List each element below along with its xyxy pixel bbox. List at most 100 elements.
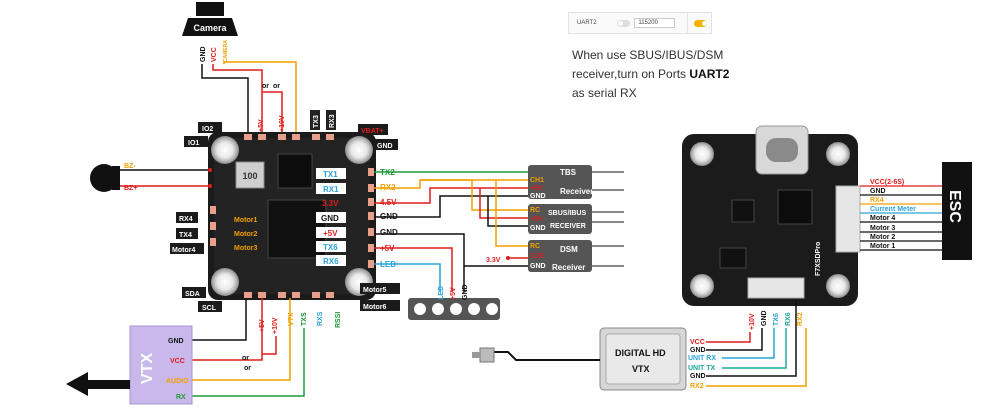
tbs-pin-gnd: GND xyxy=(530,193,546,200)
uart-note: When use SBUS/IBUS/DSM receiver,turn on … xyxy=(572,46,792,103)
msp-toggle[interactable] xyxy=(617,19,631,27)
baud-select[interactable]: 115200 xyxy=(634,18,675,28)
sbus-pin-5v: +5V xyxy=(530,216,543,223)
tbs-receiver: TBS Receiver CH1 +5V GND xyxy=(528,165,593,200)
led-pin-led: LED xyxy=(438,286,445,300)
fc-motor4-pad: Motor4 xyxy=(172,247,195,254)
fc-tx4-pad: TX4 xyxy=(179,232,192,239)
serial-rx-toggle[interactable] xyxy=(693,19,707,27)
esc-bottom-10v: +10V xyxy=(749,313,756,330)
camera-video-wire xyxy=(223,61,297,135)
vtx-antenna-icon xyxy=(66,372,88,396)
digital-vtx-pin-gnd: GND xyxy=(690,347,706,354)
fc-top-pad-5v: +5V xyxy=(258,119,265,132)
fc-motor1-pad: Motor1 xyxy=(234,217,257,224)
camera-title: Camera xyxy=(193,23,227,33)
buzzer-neg: BZ- xyxy=(124,163,136,170)
fc-mount-hole xyxy=(211,268,239,296)
fc-sda-pad: SDA xyxy=(185,291,200,298)
fc-top-pad-10v: +10V xyxy=(279,115,286,132)
esc-board: F7XSDPro xyxy=(682,125,861,306)
fc-bottom-txs: TXS xyxy=(301,312,308,326)
esc-pad-motor3: Motor 3 xyxy=(870,225,895,232)
fc-gnd-pad: GND xyxy=(321,214,339,223)
camera-pin-vcc: VCC xyxy=(211,47,218,62)
fc-top-pad-tx3: TX3 xyxy=(313,115,320,128)
dsm-pin-3v3: 3.3V xyxy=(530,253,545,260)
note-line-1: When use SBUS/IBUS/DSM xyxy=(572,48,724,62)
esc-pad-current: Current Meter xyxy=(870,206,916,213)
esc-board-brand: F7XSDPro xyxy=(815,242,822,276)
fc-right-pads: TX2 RX2 4.5V GND GND +5V LED xyxy=(380,168,398,269)
fc-mount-hole xyxy=(345,136,373,164)
vtx-pin-video: AUDIO xyxy=(166,378,189,385)
note-uart-highlight: UART2 xyxy=(689,67,730,81)
dsm-pin-gnd: GND xyxy=(530,263,546,270)
tbs-pin-ch1: CH1 xyxy=(530,177,544,184)
note-line-3: as serial RX xyxy=(572,86,637,100)
fc-motor6-pad: Motor6 xyxy=(363,304,386,311)
digital-vtx-pin-rx2: RX2 xyxy=(690,383,704,390)
receiver-antenna-lines xyxy=(592,171,624,267)
analog-vtx: VTX GND VCC AUDIO RX xyxy=(66,325,193,405)
tbs-pin-5v: +5V xyxy=(530,185,543,192)
fc-rx4-pad: RX4 xyxy=(179,216,193,223)
fc-io1-pad: IO1 xyxy=(188,140,199,147)
fc-bottom-rssi: RSSI xyxy=(335,312,342,328)
dsm-receiver: DSM Receiver RC 3.3V GND 3.3V xyxy=(486,240,592,272)
fc-motor3-pad: Motor3 xyxy=(234,245,257,252)
digital-vtx-pin-unit-tx: UNIT TX xyxy=(688,365,716,372)
tbs-sub: Receiver xyxy=(560,187,593,196)
ports-panel: UART2 115200 xyxy=(568,12,712,34)
camera-pin-signal: CAMERA xyxy=(223,40,229,62)
fc-bottom-10v: +10V xyxy=(272,317,279,334)
sbus-sub: RECEIVER xyxy=(550,223,586,230)
fc-io2-pad: IO2 xyxy=(202,126,213,133)
buzzer: BZ- BZ+ xyxy=(90,163,212,192)
tbs-title: TBS xyxy=(560,168,577,177)
fc-scl-pad: SCL xyxy=(202,305,217,312)
fc-rx1-pad: RX1 xyxy=(323,185,339,194)
camera: Camera GND VCC CAMERA xyxy=(182,2,238,62)
esc-pad-vcc: VCC(2-6S) xyxy=(870,179,904,186)
esc-bottom-tx6: TX6 xyxy=(773,313,780,326)
digital-vtx-sub: VTX xyxy=(632,364,650,374)
fc-tx6-pad: TX6 xyxy=(323,243,338,252)
fc-motor5-pad: Motor5 xyxy=(363,287,386,294)
vtx-wires xyxy=(190,298,305,397)
fc-tx1-pad: TX1 xyxy=(323,170,338,179)
led-strip: LED +5V GND xyxy=(408,284,500,320)
fc-3v3-pad: 3.3V xyxy=(322,199,339,208)
fc-inductor-text: 100 xyxy=(242,171,257,181)
sbus-pin-rc: RC xyxy=(530,207,540,214)
dsm-title: DSM xyxy=(560,245,578,254)
led-pin-gnd: GND xyxy=(462,284,469,300)
camera-vcc-wire xyxy=(212,64,263,88)
fc-right-gnd-2: GND xyxy=(380,228,398,237)
esc-label: ESC xyxy=(946,190,963,223)
sbus-title: SBUS/IBUS xyxy=(548,210,586,217)
vtx-or-1: or xyxy=(242,355,249,362)
fc-bottom-pads: +5V +10V VTX TXS RXS RSSI xyxy=(259,311,342,334)
receiver-wires xyxy=(374,171,528,292)
flight-controller: 100 +5V +10V TX3 RX3 VBAT+ GND IO2 xyxy=(170,110,400,312)
vtx-or-2: or xyxy=(244,365,251,372)
vtx-pin-gnd: GND xyxy=(168,338,184,345)
sbus-pin-gnd: GND xyxy=(530,225,546,232)
note-line-2: receiver,turn on Ports xyxy=(572,67,690,81)
vtx-pin-vcc: VCC xyxy=(170,358,185,365)
esc-pad-motor1: Motor 1 xyxy=(870,243,895,250)
led-pin-5v: +5V xyxy=(450,287,457,300)
esc-pads: VCC(2-6S) GND RX4 Current Meter Motor 4 … xyxy=(870,179,916,250)
esc-wires xyxy=(860,185,942,251)
sbus-receiver: SBUS/IBUS RECEIVER RC +5V GND xyxy=(528,204,592,234)
fc-vbat-pad: VBAT+ xyxy=(361,128,384,135)
fc-top-gnd-pad: GND xyxy=(377,143,393,150)
esc-connector: ESC xyxy=(942,162,972,260)
fc-mount-hole xyxy=(211,136,239,164)
esc-bottom-pads: +10V GND TX6 RX6 RX2 xyxy=(749,310,804,330)
camera-pin-gnd: GND xyxy=(200,46,207,62)
esc-bottom-rx6: RX6 xyxy=(785,312,792,326)
digital-vtx-title: DIGITAL HD xyxy=(615,348,666,358)
